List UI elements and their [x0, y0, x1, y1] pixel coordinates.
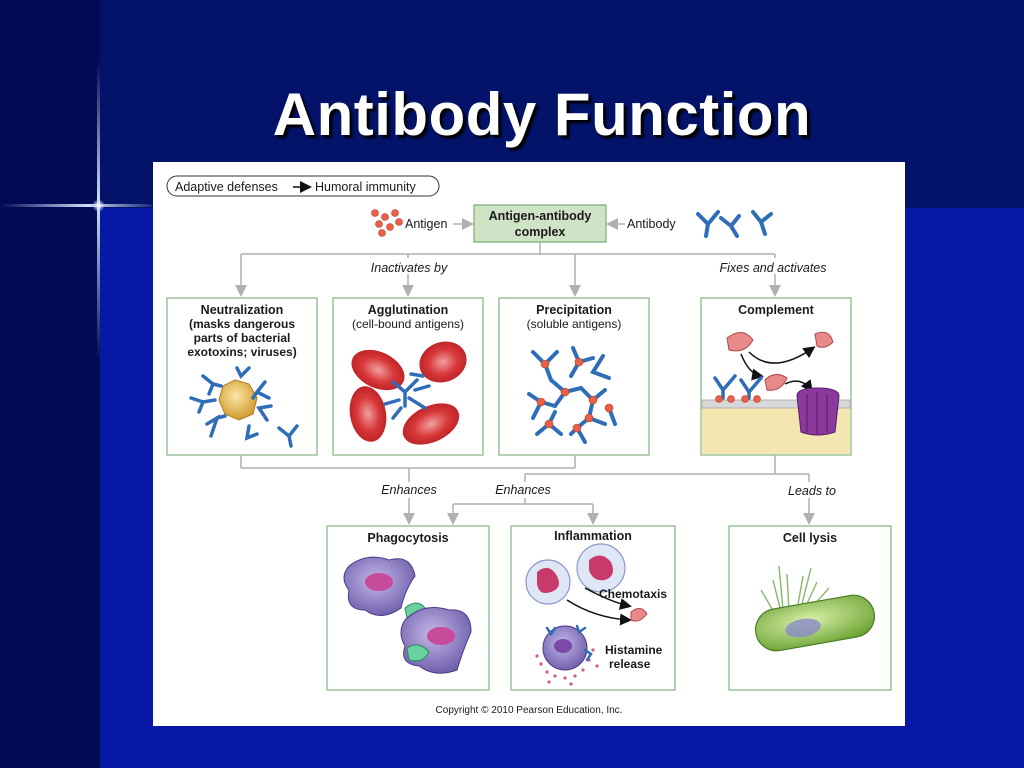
complement-title: Complement [738, 303, 815, 317]
membrane-attack-complex [796, 387, 840, 436]
phagocytosis-title: Phagocytosis [367, 531, 448, 545]
leads-to-label: Leads to [788, 484, 836, 498]
phagocyte-nucleus [427, 627, 455, 645]
engulfed-particle [406, 644, 430, 662]
red-blood-cell [349, 386, 387, 442]
enhances-label-2: Enhances [495, 483, 551, 497]
light-flare-center [92, 199, 105, 212]
phagocytosis-box: Phagocytosis [326, 525, 490, 691]
neutralization-title: Neutralization [201, 303, 284, 317]
antibody-label: Antibody [627, 217, 676, 231]
soluble-antigens [536, 357, 614, 433]
complex-line2: complex [515, 225, 566, 239]
neutralization-box: Neutralization (masks dangerous parts of… [166, 297, 318, 456]
antigen-antibody-complex-box: Antigen-antibody complex [473, 204, 607, 243]
precipitation-title: Precipitation [536, 303, 612, 317]
cell-lysis-title: Cell lysis [783, 531, 837, 545]
red-blood-cell [419, 341, 467, 383]
antibody-function-diagram: Adaptive defenses Humoral immunity Antig… [166, 175, 892, 716]
red-blood-cell [402, 403, 460, 445]
agglutination-box: Agglutination (cell-bound antigens) [332, 297, 484, 456]
diagram-panel: Adaptive defenses Humoral immunity Antig… [153, 162, 905, 726]
precipitation-box: Precipitation (soluble antigens) [498, 297, 650, 456]
inflammation-title: Inflammation [554, 529, 632, 543]
lysis-spray [760, 565, 830, 615]
phagocyte-nucleus [365, 573, 393, 591]
cell-membrane [701, 399, 851, 409]
agglutination-line1: (cell-bound antigens) [352, 317, 464, 331]
chemotaxis-label: Chemotaxis [599, 587, 667, 601]
inactivates-by-label: Inactivates by [371, 261, 448, 275]
slide-title: Antibody Function [272, 81, 812, 148]
antigen-label: Antigen [405, 217, 447, 231]
cell-lysis-box: Cell lysis [728, 525, 892, 691]
histamine-label-line2: release [609, 657, 651, 671]
mast-cell-antibodies [545, 624, 593, 662]
mast-cell-nucleus [554, 639, 572, 653]
wbc-nucleus [537, 567, 559, 593]
wbc-nucleus [589, 555, 613, 581]
neutralization-line2: parts of bacterial [194, 331, 291, 345]
inflammation-box: Inflammation Chemotaxis Histamine releas… [510, 525, 676, 691]
histamine-granules [535, 648, 599, 686]
membrane-antigens [715, 395, 761, 403]
complex-line1: Antigen-antibody [489, 209, 592, 223]
fixes-and-activates-label: Fixes and activates [720, 261, 827, 275]
mac-ridges [806, 392, 828, 434]
neutralization-line1: (masks dangerous [189, 317, 295, 331]
histamine-label-line1: Histamine [605, 643, 663, 657]
complement-protein [814, 331, 834, 348]
top-connectors [235, 242, 781, 297]
neutralization-line3: exotoxins; viruses) [187, 345, 296, 359]
lower-connectors [240, 455, 815, 525]
breadcrumb-adaptive-defenses: Adaptive defenses [175, 180, 278, 194]
background-left-band [0, 0, 100, 768]
antigen-molecules [371, 209, 403, 237]
complement-protein [726, 332, 754, 352]
precipitation-line1: (soluble antigens) [527, 317, 622, 331]
agglutinating-antibodies [383, 372, 431, 420]
chemotactic-factor [630, 608, 648, 622]
agglutination-title: Agglutination [368, 303, 449, 317]
enhances-label-1: Enhances [381, 483, 437, 497]
bacterium-nucleoid [785, 618, 821, 638]
breadcrumb: Adaptive defenses Humoral immunity [166, 175, 440, 197]
bound-antibodies [713, 374, 763, 400]
complement-box: Complement [700, 297, 852, 456]
red-blood-cell [351, 349, 405, 391]
light-flare-horizontal [0, 204, 160, 207]
breadcrumb-humoral-immunity: Humoral immunity [315, 180, 416, 194]
complement-protein [764, 374, 788, 391]
virus-particle [218, 379, 258, 421]
neutralizing-antibodies [189, 366, 299, 448]
antibody-icons [696, 210, 773, 238]
copyright-notice: Copyright © 2010 Pearson Education, Inc. [436, 705, 623, 716]
